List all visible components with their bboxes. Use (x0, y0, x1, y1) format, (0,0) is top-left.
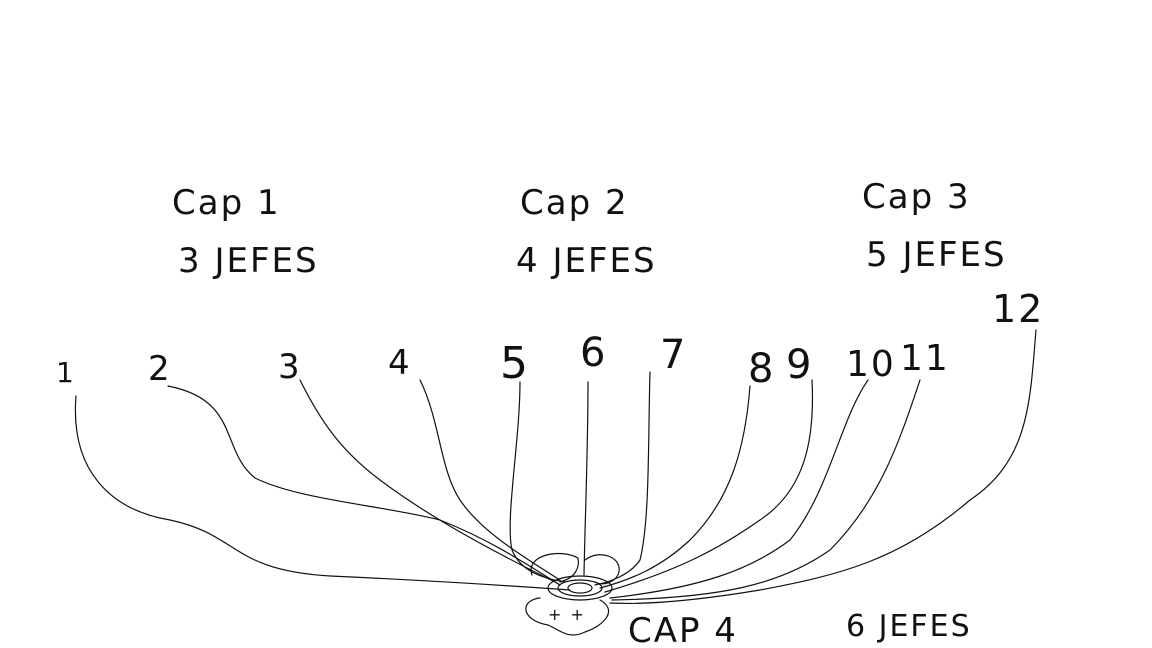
hub-ring-middle (557, 579, 603, 597)
hub-marks: + + (548, 605, 586, 624)
connector-lines (74, 329, 1037, 605)
node-label-2: 2 (148, 349, 172, 389)
chapter-1-title: Cap 1 (172, 183, 281, 223)
connector-3 (299, 379, 556, 583)
node-label-10: 10 (846, 344, 896, 385)
connector-4 (419, 379, 561, 581)
hub-ring-outer (547, 575, 613, 601)
node-label-3: 3 (278, 347, 302, 387)
node-label-11: 11 (900, 338, 950, 379)
node-label-1: 1 (56, 356, 76, 389)
node-label-5: 5 (500, 338, 530, 389)
chapter-2-title: Cap 2 (520, 183, 629, 223)
hub-petal-left (530, 552, 580, 583)
chapter-2-bosses: 4 JEFES (516, 241, 657, 281)
chapter-4-title: CAP 4 (628, 611, 738, 648)
connector-11 (611, 379, 921, 601)
chapter-4-bosses: 6 JEFES (846, 609, 972, 644)
node-label-8: 8 (748, 346, 775, 392)
connector-12 (609, 329, 1037, 605)
chapter-2-heading: Cap 2 4 JEFES (516, 183, 657, 281)
connector-6 (583, 381, 589, 576)
chapter-3-bosses: 5 JEFES (866, 235, 1007, 275)
connector-5 (509, 381, 566, 583)
chapter-1-bosses: 3 JEFES (178, 241, 319, 281)
node-label-4: 4 (388, 343, 412, 383)
node-label-9: 9 (786, 342, 813, 388)
node-labels: 1 2 3 4 5 6 7 8 9 10 11 12 (56, 287, 1044, 392)
connector-7 (594, 371, 651, 586)
connector-9 (604, 379, 814, 593)
hub-base (525, 597, 610, 636)
chapter-3-title: Cap 3 (862, 177, 971, 217)
central-hub: + + (525, 552, 620, 636)
connector-10 (609, 379, 869, 599)
chapter-3-heading: Cap 3 5 JEFES (862, 177, 1007, 275)
hub-petal-right (584, 554, 620, 585)
connector-1 (74, 395, 571, 591)
node-label-7: 7 (660, 332, 687, 378)
node-label-6: 6 (580, 330, 607, 376)
hub-ring-inner (567, 582, 593, 594)
connector-8 (599, 385, 751, 589)
connector-2 (167, 385, 561, 586)
chapter-4-heading: CAP 4 6 JEFES (628, 609, 972, 648)
chapter-1-heading: Cap 1 3 JEFES (172, 183, 319, 281)
node-label-12: 12 (992, 287, 1044, 331)
